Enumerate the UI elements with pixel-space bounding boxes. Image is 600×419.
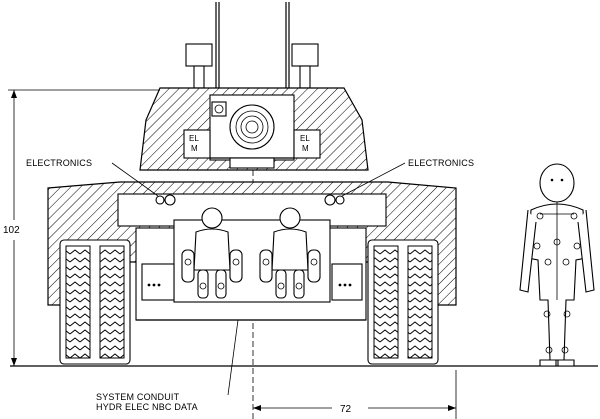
track-right: [367, 239, 439, 365]
label-electronics-left: ELECTRONICS: [26, 158, 159, 197]
width-value: 72: [340, 404, 352, 415]
crew-member-left: [181, 207, 243, 299]
svg-text:ELECTRONICS: ELECTRONICS: [408, 158, 474, 168]
antennas: [215, 2, 290, 88]
svg-text:SYSTEM CONDUIT: SYSTEM CONDUIT: [96, 392, 180, 402]
svg-text:ELECTRONICS: ELECTRONICS: [26, 158, 92, 168]
stowage-left: [141, 263, 175, 301]
sensor-box-left: [185, 43, 213, 89]
crew-member-right: [259, 207, 321, 299]
elm-label-left: EL M: [189, 134, 199, 153]
height-value: 102: [3, 225, 20, 236]
sensor-box-right: [291, 43, 319, 89]
standing-human-figure: [519, 163, 595, 367]
turret: [139, 87, 369, 171]
elm-label-right: EL M: [300, 134, 310, 153]
svg-text:EL: EL: [189, 134, 199, 143]
track-left: [59, 239, 131, 365]
svg-text:M: M: [191, 144, 198, 153]
svg-text:EL: EL: [300, 134, 310, 143]
main-gun-bore-icon: [229, 104, 275, 150]
svg-text:HYDR ELEC NBC DATA: HYDR ELEC NBC DATA: [96, 402, 198, 412]
label-system-conduit: SYSTEM CONDUIT HYDR ELEC NBC DATA: [96, 319, 239, 412]
label-electronics-right: ELECTRONICS: [341, 158, 474, 197]
width-dimension: 72: [253, 370, 457, 419]
electronics-connector-right: [324, 194, 345, 206]
stowage-right: [331, 263, 363, 301]
small-sight-icon: [211, 101, 227, 117]
height-dimension: 102: [3, 89, 160, 366]
svg-text:M: M: [302, 144, 309, 153]
electronics-connector-left: [155, 194, 176, 206]
